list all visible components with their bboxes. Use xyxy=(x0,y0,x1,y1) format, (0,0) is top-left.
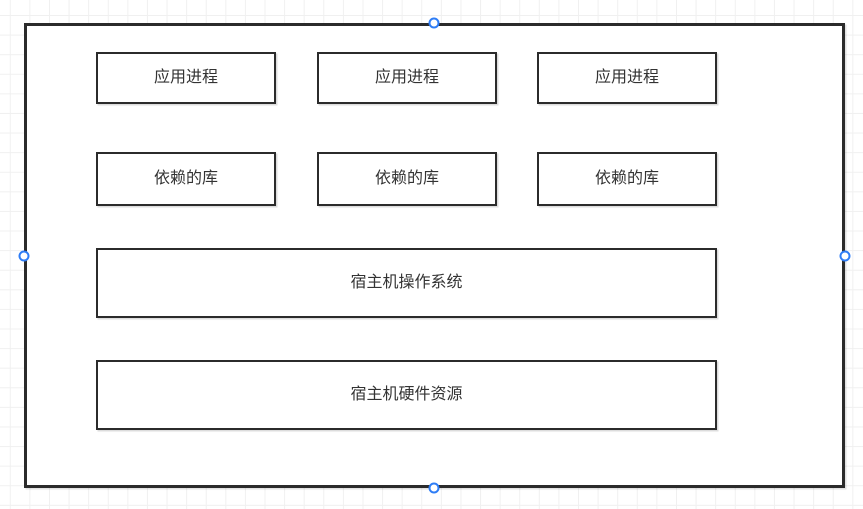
box-deps-lib-3-label: 依赖的库 xyxy=(594,170,659,187)
box-host-hardware-label: 宿主机硬件资源 xyxy=(350,386,463,403)
resize-handle-bottom[interactable] xyxy=(428,482,439,493)
box-app-process-3-label: 应用进程 xyxy=(594,69,659,86)
box-app-process-1[interactable]: 应用进程 xyxy=(96,52,276,104)
box-host-hardware[interactable]: 宿主机硬件资源 xyxy=(96,360,717,430)
box-deps-lib-1[interactable]: 依赖的库 xyxy=(96,152,276,206)
box-host-os-label: 宿主机操作系统 xyxy=(350,274,463,291)
resize-handle-top[interactable] xyxy=(428,17,439,29)
resize-handle-right[interactable] xyxy=(839,250,850,261)
box-app-process-3[interactable]: 应用进程 xyxy=(537,52,717,104)
box-deps-lib-2[interactable]: 依赖的库 xyxy=(317,152,497,206)
box-deps-lib-3[interactable]: 依赖的库 xyxy=(537,152,717,206)
box-app-process-2[interactable]: 应用进程 xyxy=(317,52,497,104)
box-app-process-2-label: 应用进程 xyxy=(374,69,439,86)
box-host-os[interactable]: 宿主机操作系统 xyxy=(96,248,717,318)
box-app-process-1-label: 应用进程 xyxy=(153,69,218,86)
box-deps-lib-1-label: 依赖的库 xyxy=(153,170,218,187)
resize-handle-left[interactable] xyxy=(18,250,30,261)
box-deps-lib-2-label: 依赖的库 xyxy=(374,170,439,187)
